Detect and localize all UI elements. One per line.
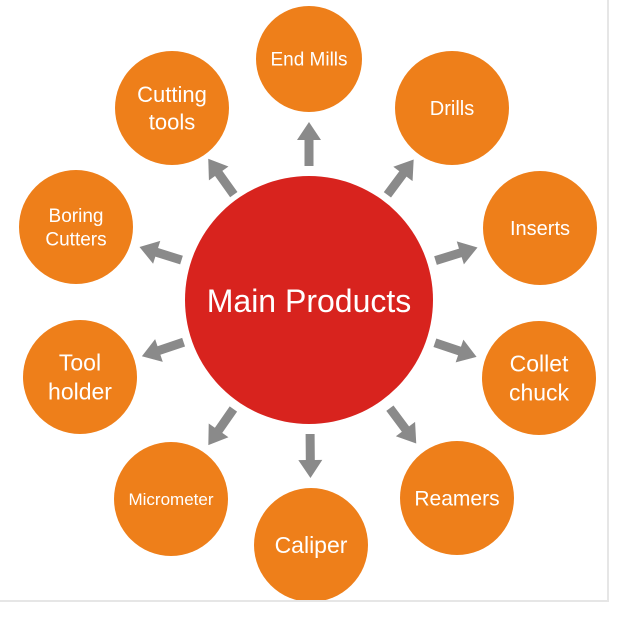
node-label-tool-holder-line-2: holder [48,378,112,404]
node-circle-tool-holder [23,320,137,434]
node-label-cutting-tools-line-1: Cutting [137,82,207,107]
node-circle-caliper [254,488,368,602]
arrow-to-end-mills [297,122,321,166]
arrow-to-tool-holder [141,337,186,362]
arrow-to-reamers [386,405,417,444]
node-label-drills: Drills [430,98,474,120]
node-label-cutting-tools-line-2: tools [149,109,195,134]
arrow-to-caliper [298,433,323,478]
node-circle-boring-cutters [19,170,133,284]
frame-line-bottom [0,600,609,602]
center-label: Main Products [207,283,412,319]
node-circle-reamers [400,441,514,555]
node-circle-cutting-tools [115,51,229,165]
node-label-collet-chuck-line-1: Collet [510,351,569,377]
node-drills: Drills [395,51,509,165]
node-circle-drills [395,51,509,165]
node-label-caliper: Caliper [275,532,348,558]
node-label-boring-cutters-line-2: Cutters [45,230,106,251]
node-end-mills: End Mills [256,6,362,112]
node-inserts: Inserts [483,171,597,285]
center-group: Main Products [185,176,433,424]
node-reamers: Reamers [400,441,514,555]
node-label-reamers: Reamers [414,487,499,510]
node-label-inserts: Inserts [510,218,570,240]
node-label-collet-chuck-line-2: chuck [509,379,570,405]
arrow-to-micrometer [208,406,238,446]
node-label-end-mills: End Mills [270,50,347,71]
node-circle-inserts [483,171,597,285]
node-label-micrometer: Micrometer [128,490,213,509]
nodes-group: End MillsDrillsInsertsColletchuckReamers… [19,6,597,602]
arrow-to-collet-chuck [433,338,477,363]
node-micrometer: Micrometer [114,442,228,556]
arrow-to-drills [383,159,414,198]
node-circle-end-mills [256,6,362,112]
node-label-boring-cutters-line-1: Boring [49,206,104,227]
node-label-tool-holder-line-1: Tool [59,350,101,376]
arrow-to-boring-cutters [139,240,183,265]
node-circle-micrometer [114,442,228,556]
arrows-group [139,122,478,478]
center-circle [185,176,433,424]
frame-line-right [607,0,609,602]
arrow-to-inserts [434,241,478,265]
node-circle-collet-chuck [482,321,596,435]
arrow-to-cutting-tools [208,158,238,198]
node-caliper: Caliper [254,488,368,602]
